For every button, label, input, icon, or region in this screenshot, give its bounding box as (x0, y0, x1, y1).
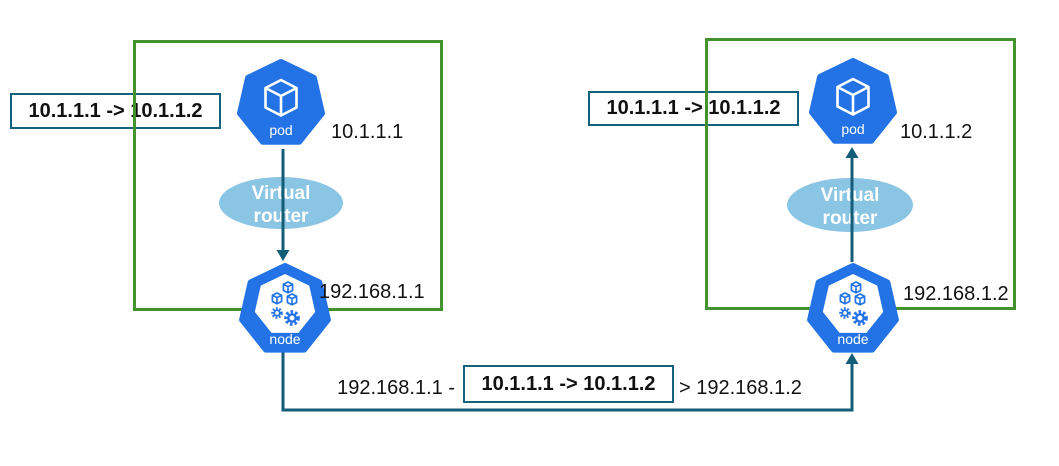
virtual-router-right: Virtual router (787, 178, 913, 232)
pod1-to-node1-arrowhead (276, 250, 290, 261)
packet-label-box-left: 10.1.1.1 -> 10.1.1.2 (10, 93, 221, 129)
encapsulated-inner-packet: 10.1.1.1 -> 10.1.1.2 (481, 372, 656, 395)
node1-icon: node (242, 266, 328, 350)
node1-to-node2-arrowhead (845, 353, 859, 364)
packet-label-right: 10.1.1.1 -> 10.1.1.2 (606, 97, 781, 119)
packet-label-box-right: 10.1.1.1 -> 10.1.1.2 (588, 91, 799, 126)
virtual-router-left: Virtual router (219, 177, 343, 229)
pod1-ip: 10.1.1.1 (331, 121, 404, 143)
virtual-router-label-line1: Virtual (252, 183, 311, 204)
virtual-router-label-line2: router (823, 208, 879, 229)
node2-ip: 192.168.1.2 (903, 283, 1009, 305)
pod2-ip: 10.1.1.2 (900, 121, 973, 143)
packet-label-left: 10.1.1.1 -> 10.1.1.2 (28, 99, 203, 122)
encapsulation-outer-destination: > 192.168.1.2 (679, 377, 802, 399)
node-icon-label: node (837, 331, 868, 347)
pod2-icon: pod (812, 61, 894, 141)
node2-icon: node (810, 266, 896, 350)
virtual-router-ellipse (787, 178, 913, 232)
encapsulation-outer-source: 192.168.1.1 - (337, 377, 455, 399)
node-icon-label: node (269, 331, 300, 347)
pod-icon-label: pod (841, 121, 864, 137)
node2-to-pod2-arrowhead (845, 147, 859, 158)
encapsulated-packet-box: 10.1.1.1 -> 10.1.1.2 (463, 365, 674, 403)
flow-arrows (276, 147, 859, 412)
node1-to-node2-wire-line (281, 352, 854, 412)
node1-ip: 192.168.1.1 (319, 281, 425, 303)
virtual-router-label-line1: Virtual (821, 185, 880, 206)
virtual-router-label-line2: router (254, 206, 310, 227)
pod-icon-label: pod (269, 122, 292, 138)
virtual-router-ellipse (219, 177, 343, 229)
pod1-icon: pod (240, 62, 322, 142)
